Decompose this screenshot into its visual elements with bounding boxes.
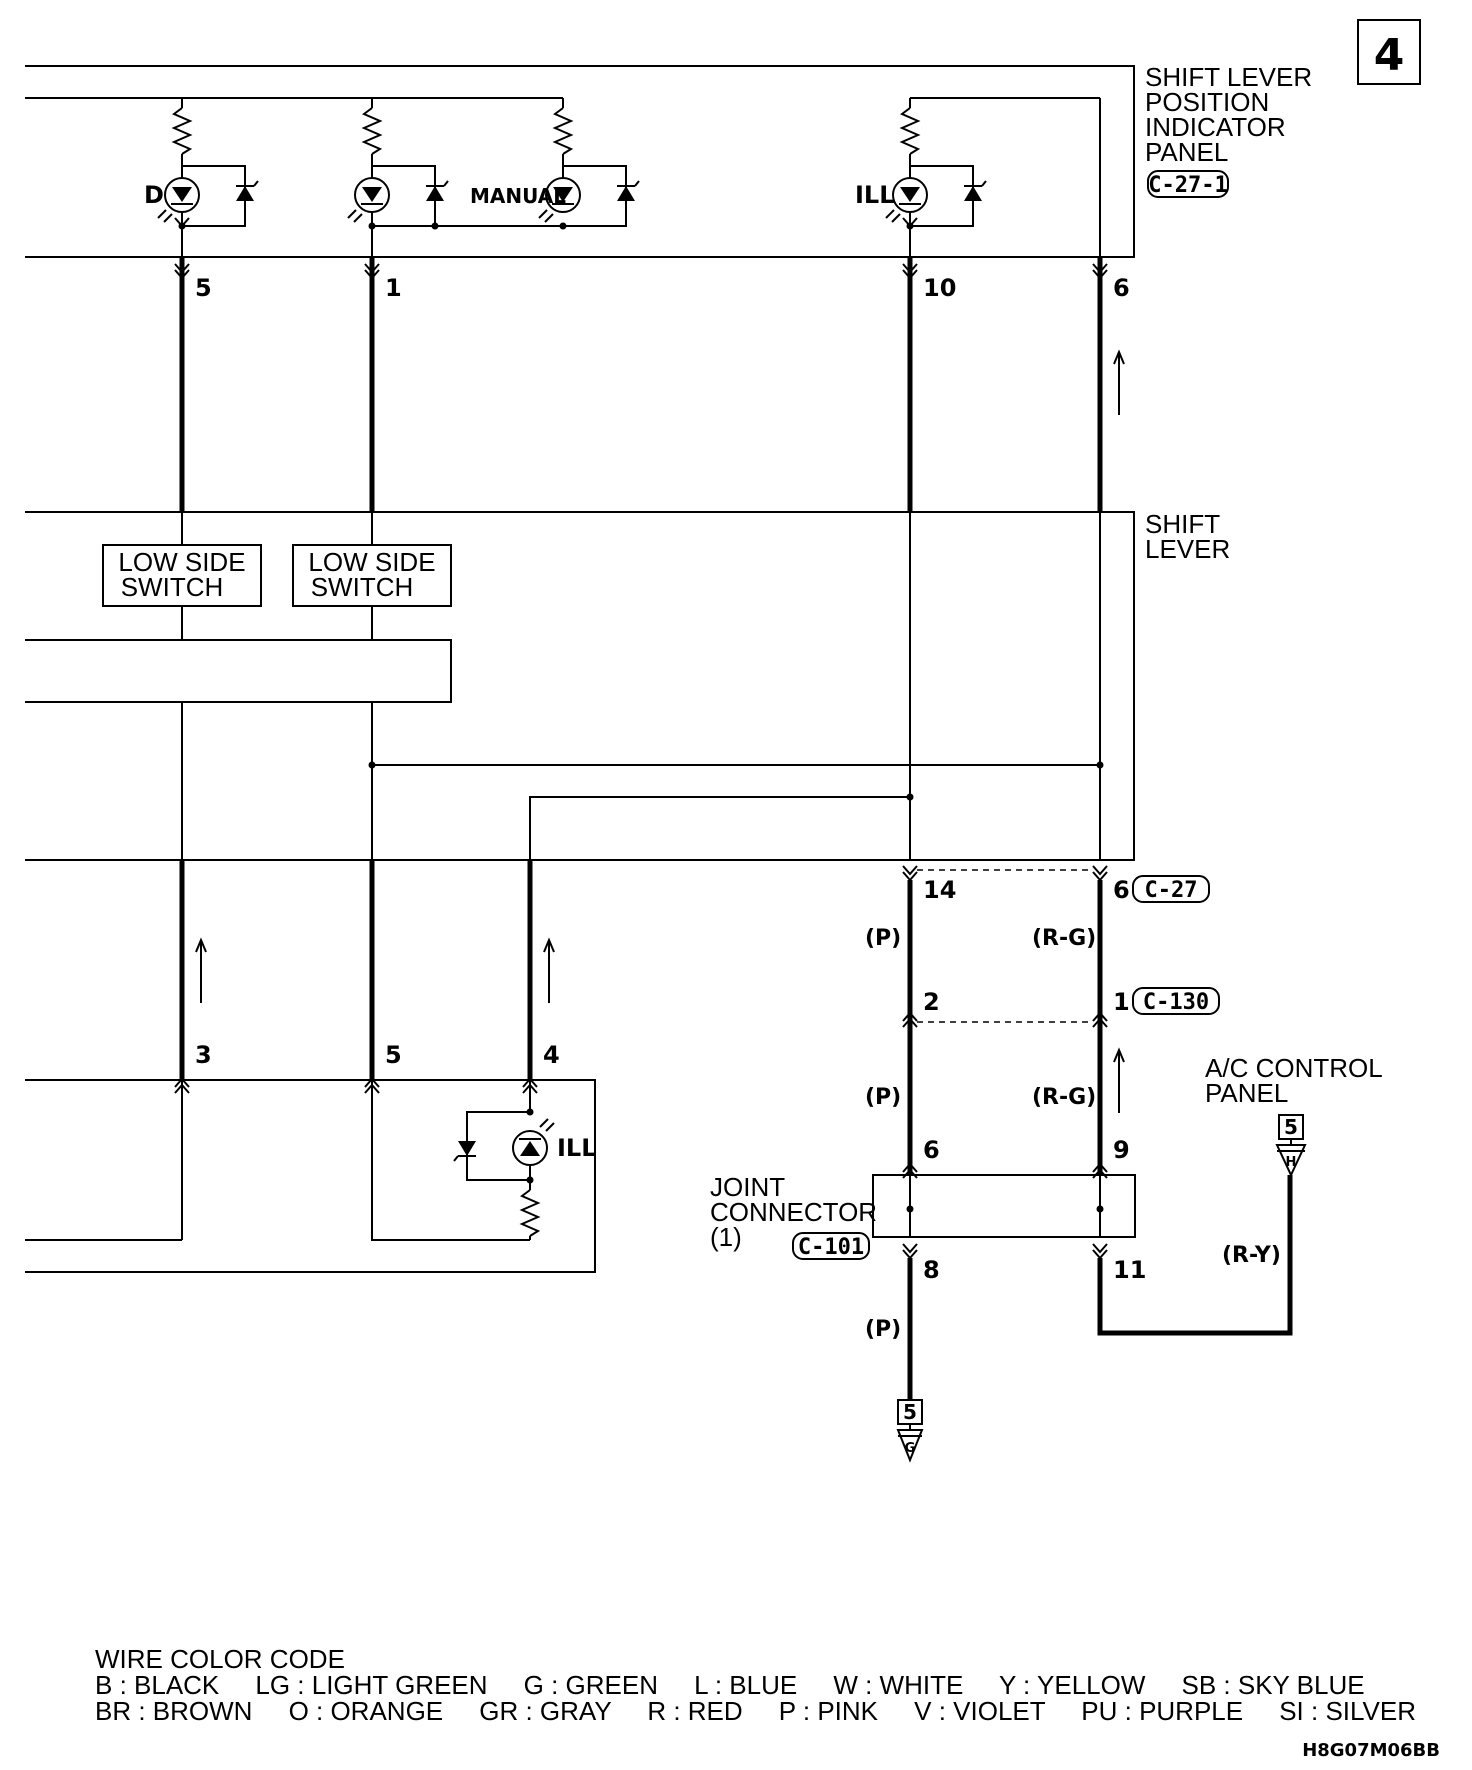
shift-lever-label-2: LEVER bbox=[1145, 534, 1230, 564]
led-ill-top-label: ILL bbox=[855, 181, 895, 209]
pin-panel-5: 5 bbox=[195, 274, 212, 302]
pin-panel-6: 6 bbox=[1113, 274, 1130, 302]
wire-color-p3: (P) bbox=[865, 1317, 901, 1342]
connector-c27-box bbox=[1132, 875, 1210, 903]
ac-panel-label-2: PANEL bbox=[1205, 1078, 1288, 1108]
pin-bottom-3: 3 bbox=[195, 1041, 212, 1069]
led-d-circuit bbox=[157, 98, 259, 257]
indicator-panel-label-4: PANEL bbox=[1145, 137, 1228, 167]
indicator-panel-label-1: SHIFT LEVER bbox=[1145, 62, 1312, 92]
wire-to-g bbox=[896, 1258, 924, 1463]
joint-connector-label-3: (1) bbox=[710, 1222, 742, 1252]
legend-title: WIRE COLOR CODE bbox=[95, 1644, 345, 1674]
pin-jc-6: 6 bbox=[923, 1136, 940, 1164]
wires-lower bbox=[179, 860, 1125, 1175]
wires-upper bbox=[179, 257, 1125, 512]
connector-c130 bbox=[902, 1011, 1108, 1028]
pin-c27-6: 6 bbox=[1113, 876, 1130, 904]
indicator-panel-label-3: INDICATOR bbox=[1145, 112, 1286, 142]
indicator-panel-label-2: POSITION bbox=[1145, 87, 1269, 117]
connector-c101-label: C-101 bbox=[798, 1235, 864, 1260]
pin-jc-8: 8 bbox=[923, 1256, 940, 1284]
pin-jc-9: 9 bbox=[1113, 1136, 1130, 1164]
wire-to-ac-panel bbox=[1097, 1114, 1307, 1336]
ref-g-letter: G bbox=[905, 1441, 916, 1456]
led-manual-circuit bbox=[538, 104, 640, 230]
led-ill-bottom-label: ILL bbox=[557, 1134, 597, 1162]
connector-c101-box bbox=[792, 1232, 870, 1260]
led-ill-top-circuit bbox=[885, 98, 987, 257]
led-manual-label: MANUAL bbox=[470, 184, 566, 208]
ref-h-letter: H bbox=[1286, 1155, 1297, 1170]
page-number-box bbox=[1357, 19, 1421, 85]
shift-lever-label-1: SHIFT bbox=[1145, 509, 1220, 539]
connector-c27-label: C-27 bbox=[1145, 878, 1198, 903]
connector-c130-label: C-130 bbox=[1143, 990, 1209, 1015]
pin-panel-1: 1 bbox=[385, 274, 402, 302]
joint-connector-box bbox=[872, 1162, 1136, 1260]
pin-panel-10: 10 bbox=[923, 274, 956, 302]
pin-c27-14: 14 bbox=[923, 876, 956, 904]
pin-bottom-4: 4 bbox=[543, 1041, 560, 1069]
indicator-panel bbox=[25, 65, 1135, 258]
page-number: 4 bbox=[1374, 30, 1405, 81]
joint-connector-label-2: CONNECTOR bbox=[710, 1197, 877, 1227]
low-side-switch-2-label-2: SWITCH bbox=[311, 572, 414, 602]
wire-color-rg1: (R-G) bbox=[1032, 926, 1096, 951]
pin-c130-1: 1 bbox=[1113, 988, 1130, 1016]
connector-c130-box bbox=[1132, 987, 1220, 1015]
led-d-label: D bbox=[144, 181, 164, 209]
pin-c130-2: 2 bbox=[923, 988, 940, 1016]
connector-c27-1: C-27-1 bbox=[1148, 173, 1227, 198]
wire-color-rg2: (R-G) bbox=[1032, 1085, 1096, 1110]
low-side-switch-1-label-2: SWITCH bbox=[121, 572, 224, 602]
pin-bottom-5: 5 bbox=[385, 1041, 402, 1069]
low-side-switch-2-label-1: LOW SIDE bbox=[308, 547, 435, 577]
low-side-switch-1-label-1: LOW SIDE bbox=[118, 547, 245, 577]
ref-h-number: 5 bbox=[1284, 1115, 1298, 1139]
led-sw2-circuit bbox=[347, 98, 563, 257]
lower-component-box bbox=[25, 1077, 596, 1273]
connector-c27-1-box bbox=[1147, 170, 1229, 198]
legend-row-1: B : BLACK LG : LIGHT GREEN G : GREEN L :… bbox=[95, 1670, 1365, 1700]
wire-color-p1: (P) bbox=[865, 926, 901, 951]
legend-row-2: BR : BROWN O : ORANGE GR : GRAY R : RED … bbox=[95, 1696, 1416, 1726]
wire-color-p2: (P) bbox=[865, 1085, 901, 1110]
ref-g-number: 5 bbox=[903, 1400, 917, 1424]
shift-lever-box bbox=[25, 511, 1135, 861]
figure-code: H8G07M06BB bbox=[1302, 1740, 1440, 1761]
joint-connector-label-1: JOINT bbox=[710, 1172, 785, 1202]
wire-color-ry: (R-Y) bbox=[1222, 1243, 1281, 1268]
ac-panel-label-1: A/C CONTROL bbox=[1205, 1053, 1383, 1083]
pin-jc-11: 11 bbox=[1113, 1256, 1146, 1284]
